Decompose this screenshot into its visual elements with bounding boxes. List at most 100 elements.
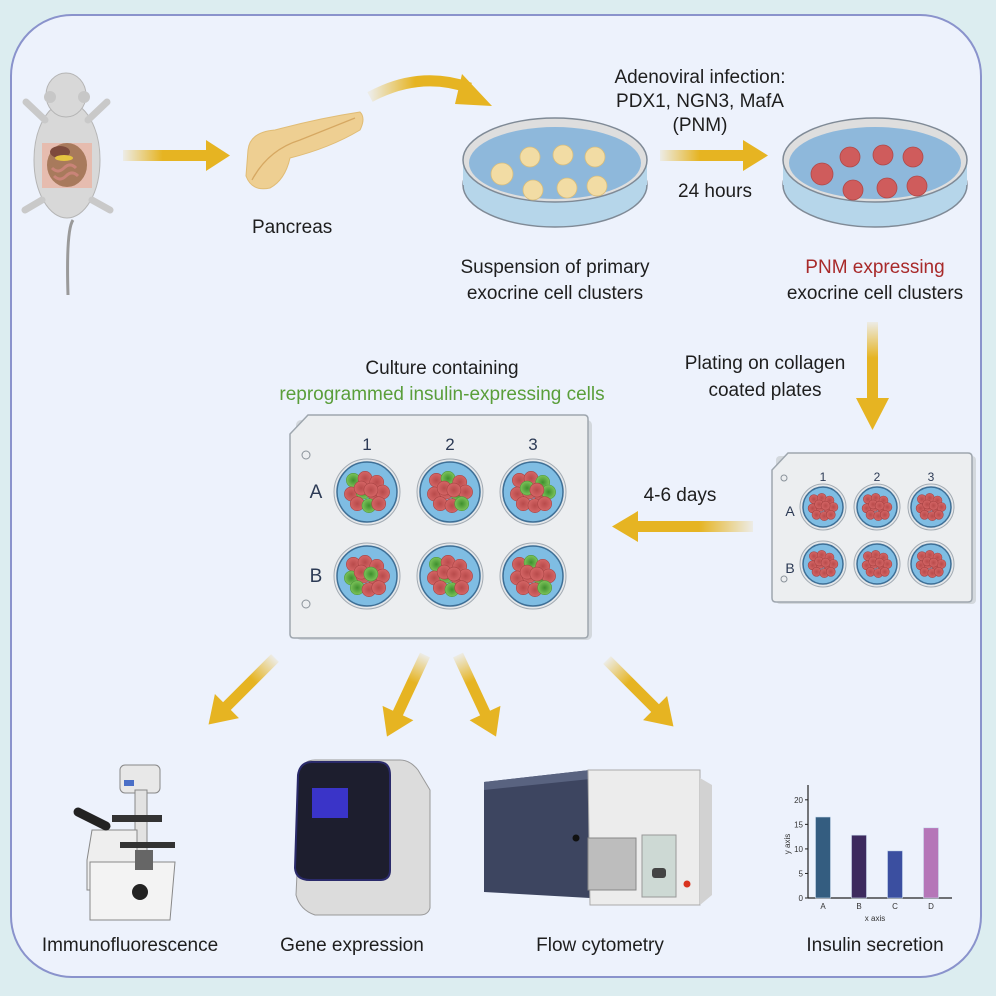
small-plate-well xyxy=(907,483,955,531)
pnm-cell xyxy=(879,509,890,520)
x-tick-label: A xyxy=(820,902,826,911)
small-plate-well xyxy=(907,540,955,588)
pnm-cell xyxy=(529,566,545,582)
large-plate-column-label: 2 xyxy=(445,435,455,454)
y-tick-label: 5 xyxy=(799,869,804,878)
large-plate-column-label: 3 xyxy=(528,435,538,454)
pnm-cell xyxy=(446,482,462,498)
y-tick-label: 20 xyxy=(794,796,803,805)
bar-B xyxy=(851,834,867,899)
small-plate-column-label: 3 xyxy=(927,470,935,484)
arrow-mouse-to-pancreas xyxy=(123,140,230,171)
large-plate-well xyxy=(416,458,484,526)
pnm-cell xyxy=(371,580,387,596)
pnm-cell xyxy=(820,557,831,568)
pnm-cell xyxy=(933,566,944,577)
label-infection-3: (PNM) xyxy=(672,115,728,136)
small-plate-column-label: 1 xyxy=(819,470,827,484)
label-culture-1: Culture containing xyxy=(365,358,519,379)
small-plate-row-label: A xyxy=(785,503,795,520)
label-days: 4-6 days xyxy=(643,485,717,506)
label-infection-1: Adenoviral infection: xyxy=(614,67,786,88)
pancreas-illustration xyxy=(245,111,364,190)
small-plate-well xyxy=(853,540,901,588)
qpcr-machine-illustration xyxy=(293,759,431,916)
arrows-to-assays xyxy=(208,652,674,737)
bar-C xyxy=(887,850,903,899)
arrow-plating xyxy=(856,322,889,430)
flow-cytometer-illustration xyxy=(484,769,712,906)
label-pnm-clusters: exocrine cell clusters xyxy=(786,283,964,304)
small-wells xyxy=(799,483,955,588)
pnm-cell xyxy=(371,496,387,512)
pnm-cell xyxy=(811,566,822,577)
pnm-cell xyxy=(865,566,876,577)
label-insulin-secretion: Insulin secretion xyxy=(806,935,944,956)
y-tick-label: 0 xyxy=(799,894,804,903)
insulin-cell xyxy=(537,580,553,596)
pnm-cell xyxy=(446,566,462,582)
small-plate-well xyxy=(799,483,847,531)
label-24-hours: 24 hours xyxy=(678,181,752,202)
pnm-cell xyxy=(825,509,836,520)
small-plate-row-label: B xyxy=(785,560,795,577)
label-plating-1: Plating on collagen xyxy=(684,353,846,374)
pnm-cell xyxy=(811,509,822,520)
label-immunofluorescence: Immunofluorescence xyxy=(41,935,219,956)
arrow-pancreas-to-dish xyxy=(367,74,492,106)
label-suspension-1: Suspension of primary xyxy=(460,257,650,278)
x-tick-label: D xyxy=(928,902,934,911)
mouse-illustration xyxy=(21,72,114,296)
arrow-culture-days xyxy=(612,511,753,542)
pnm-cell xyxy=(820,500,831,511)
x-axis-label: x axis xyxy=(865,914,885,923)
y-axis-label: y axis xyxy=(783,834,792,854)
large-plate-well xyxy=(499,458,567,526)
insulin-cell xyxy=(363,566,379,582)
bar-A xyxy=(815,816,831,899)
insulin-bar-chart: 0 5 10 15 20A B C Dx axis y axis xyxy=(783,785,952,923)
large-wells xyxy=(333,458,567,610)
pnm-cell xyxy=(363,482,379,498)
large-plate-well xyxy=(499,542,567,610)
label-culture-2: reprogrammed insulin-expressing cells xyxy=(279,384,605,405)
pnm-cell xyxy=(529,482,545,498)
microscope-illustration xyxy=(73,764,176,921)
large-plate-row-label: B xyxy=(309,565,323,587)
arrow-infection xyxy=(660,140,768,171)
bar-D xyxy=(923,827,939,899)
pnm-cell xyxy=(879,566,890,577)
insulin-cell xyxy=(454,496,470,512)
pnm-cell xyxy=(865,509,876,520)
y-tick-label: 10 xyxy=(794,845,803,854)
large-plate-well xyxy=(333,458,401,526)
label-infection-2: PDX1, NGN3, MafA xyxy=(616,91,784,112)
small-plate-well xyxy=(799,540,847,588)
pnm-cell xyxy=(919,509,930,520)
pnm-cell xyxy=(874,557,885,568)
pnm-cell xyxy=(825,566,836,577)
y-tick-label: 15 xyxy=(794,820,803,829)
x-tick-label: B xyxy=(856,902,861,911)
small-plate-column-label: 2 xyxy=(873,470,881,484)
petri-dish-primary xyxy=(462,117,648,228)
pnm-cell xyxy=(928,557,939,568)
large-plate-well xyxy=(416,542,484,610)
small-plate-well xyxy=(853,483,901,531)
pnm-cell xyxy=(928,500,939,511)
pnm-cell xyxy=(537,496,553,512)
large-plate-column-label: 1 xyxy=(362,435,372,454)
petri-dish-pnm xyxy=(782,117,968,228)
pnm-cell xyxy=(933,509,944,520)
x-tick-label: C xyxy=(892,902,898,911)
label-plating-2: coated plates xyxy=(708,380,822,401)
pnm-cell xyxy=(454,580,470,596)
large-plate-row-label: A xyxy=(309,481,323,503)
label-gene-expression: Gene expression xyxy=(280,935,424,956)
large-plate-well xyxy=(333,542,401,610)
pnm-cell xyxy=(874,500,885,511)
label-flow-cytometry: Flow cytometry xyxy=(536,935,664,956)
label-pancreas: Pancreas xyxy=(252,217,333,238)
pnm-cell xyxy=(919,566,930,577)
